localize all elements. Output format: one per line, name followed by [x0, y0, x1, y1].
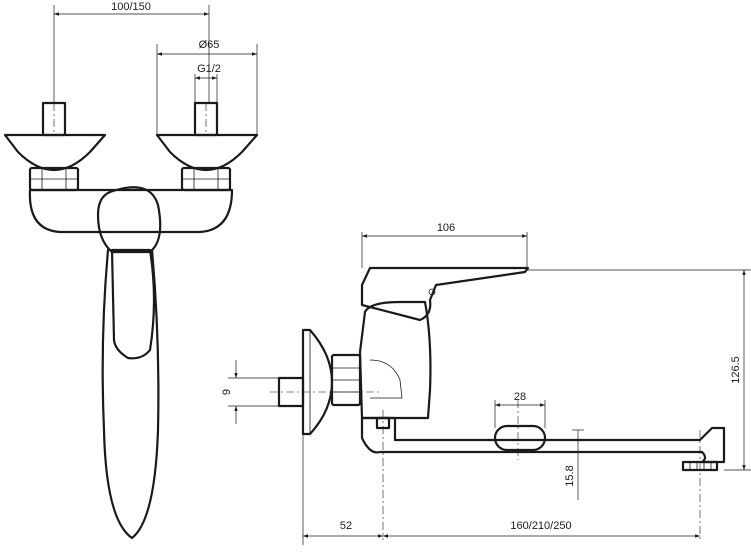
- spout-front: [101, 248, 160, 540]
- dim-outlet-label: 15.8: [564, 465, 576, 486]
- dim-slot-label: 28: [514, 391, 526, 403]
- side-lever: [360, 266, 530, 322]
- right-connector: [155, 101, 259, 192]
- wall-rosette: [301, 328, 334, 436]
- dim-height-label: 126.5: [730, 356, 742, 384]
- dim-rosette-label: Ø65: [199, 39, 220, 51]
- dim-wall-label: 52: [340, 520, 352, 532]
- lever-head: [96, 186, 162, 254]
- lever-handle: [110, 248, 156, 360]
- left-connector: [3, 101, 107, 192]
- side-connector-nut: [330, 353, 362, 407]
- dim-reach-label: 160/210/250: [510, 520, 571, 532]
- dim-centre-distance-label: 100/150: [111, 1, 151, 13]
- dim-thread-label: G1/2: [197, 63, 221, 75]
- lever-pivot-icon: [428, 288, 436, 296]
- side-view: 106 126.5 9 28 15.8 52 160/210/250: [221, 222, 751, 545]
- front-view: 100/150 Ø65 G1/2: [3, 1, 259, 540]
- mixer-body: [28, 188, 234, 234]
- side-spout: [360, 416, 726, 464]
- dim-thread-depth-label: 9: [221, 389, 233, 395]
- dim-lever-label: 106: [437, 222, 455, 234]
- spout-slot: [493, 424, 547, 452]
